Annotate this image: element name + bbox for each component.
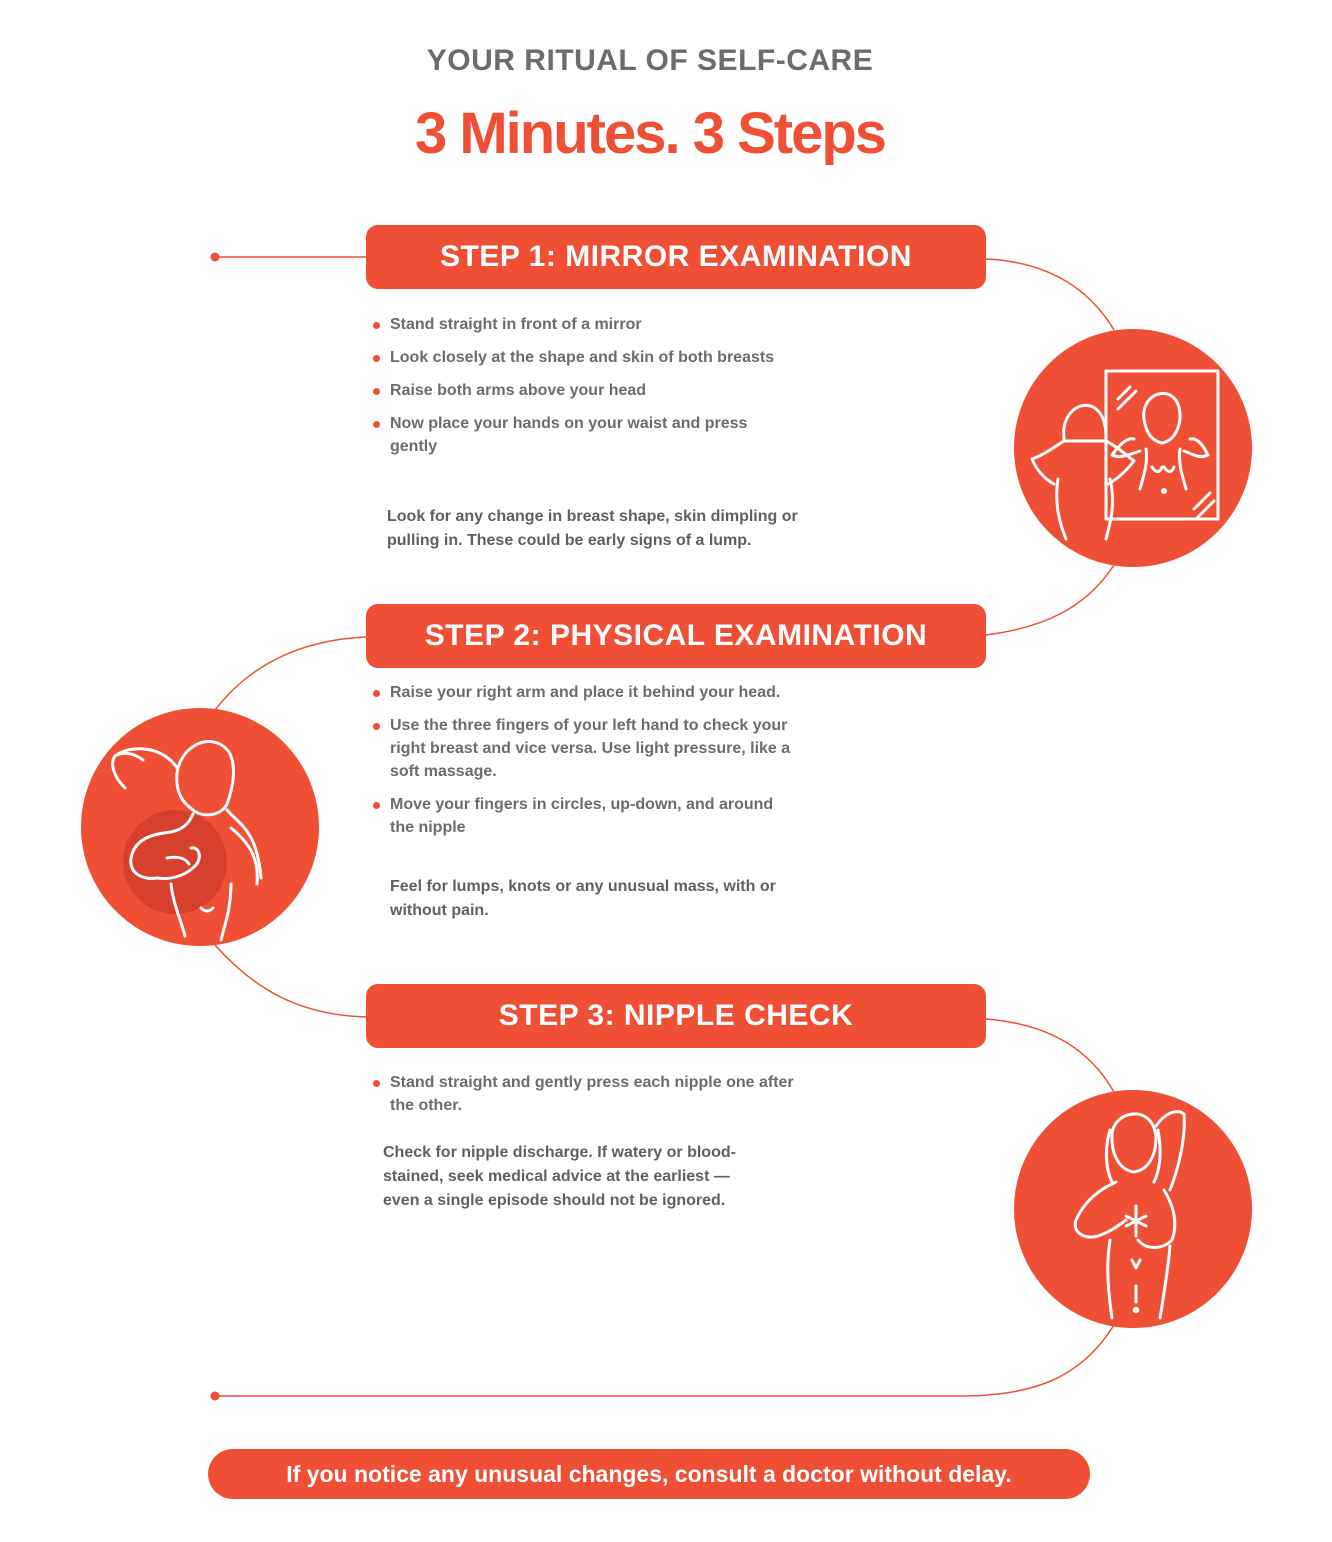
nipple-check-illustration-icon xyxy=(1014,1090,1252,1328)
step-2-bullet-list: Raise your right arm and place it behind… xyxy=(372,681,792,849)
page-headline: 3 Minutes. 3 Steps xyxy=(414,101,887,166)
step-2-note: Feel for lumps, knots or any unusual mas… xyxy=(390,878,776,919)
physical-examination-illustration-icon xyxy=(81,708,319,946)
footer-advice-banner: If you notice any unusual changes, consu… xyxy=(208,1449,1090,1499)
step-1-bullet: Now place your hands on your waist and p… xyxy=(372,412,792,458)
step-1-bullet-list: Stand straight in front of a mirror Look… xyxy=(372,313,792,468)
connector-circle3-to-end xyxy=(215,1324,1115,1397)
step-1-note: Look for any change in breast shape, ski… xyxy=(387,508,798,549)
timeline-start-dot xyxy=(210,252,220,262)
step-1-header: STEP 1: MIRROR EXAMINATION xyxy=(366,225,986,289)
step-3-bullet-list: Stand straight and gently press each nip… xyxy=(372,1071,802,1127)
connector-circle2-to-step3 xyxy=(214,944,367,1018)
step-1-bullet: Raise both arms above your head xyxy=(372,379,792,402)
step-3-header: STEP 3: NIPPLE CHECK xyxy=(366,984,986,1048)
mirror-examination-illustration-icon xyxy=(1014,329,1252,567)
step-3-note: Check for nipple discharge. If watery or… xyxy=(383,1144,736,1209)
connector-circle1-to-step2 xyxy=(985,564,1115,636)
connector-step1-to-circle xyxy=(985,258,1115,331)
step-2-bullet: Move your fingers in circles, up-down, a… xyxy=(372,793,792,839)
step-3-bullet: Stand straight and gently press each nip… xyxy=(372,1071,802,1117)
step-1-bullet: Stand straight in front of a mirror xyxy=(372,313,792,336)
section-kicker: YOUR RITUAL OF SELF-CARE xyxy=(426,44,874,77)
connector-step2-to-circle2 xyxy=(214,636,367,711)
step-2-header: STEP 2: PHYSICAL EXAMINATION xyxy=(366,604,986,668)
timeline-end-dot xyxy=(210,1391,220,1401)
step-1-bullet: Look closely at the shape and skin of bo… xyxy=(372,346,792,369)
step-2-bullet: Use the three fingers of your left hand … xyxy=(372,714,792,783)
connector-step3-to-circle3 xyxy=(985,1018,1115,1093)
step-2-bullet: Raise your right arm and place it behind… xyxy=(372,681,792,704)
